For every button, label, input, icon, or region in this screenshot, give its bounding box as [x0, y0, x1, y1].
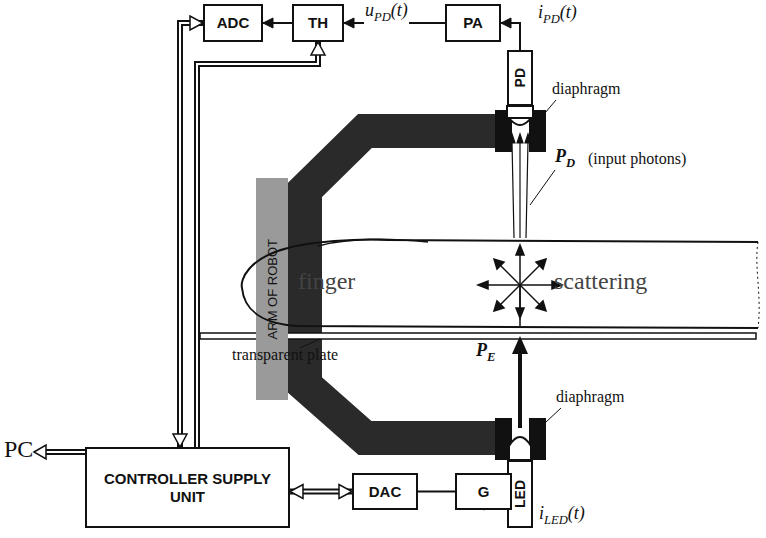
signal-label: iPD(t): [537, 2, 578, 27]
leader-line: [545, 100, 556, 113]
connector: [290, 485, 352, 499]
finger-outline: [242, 239, 758, 328]
box-label: PA: [463, 14, 483, 31]
label: transparent plate: [232, 346, 338, 364]
photodiode-lens: [509, 118, 531, 125]
box-label: TH: [308, 14, 328, 31]
box-label: G: [478, 483, 490, 500]
arrow-head: [290, 485, 303, 499]
photodiode-body: [507, 106, 533, 118]
label: PE: [476, 340, 495, 365]
emitted-light-arrow: [518, 352, 522, 428]
leader-line: [530, 170, 555, 205]
arrow-head: [173, 434, 187, 447]
scattering-arrows: [478, 245, 562, 326]
box-label: CONTROLLER SUPPLY UNIT: [91, 470, 284, 505]
node-box: G: [455, 473, 512, 510]
node-box: DAC: [352, 473, 418, 510]
connector-line: [418, 491, 455, 493]
box-label: LED: [512, 480, 528, 508]
arrow-head: [339, 485, 352, 499]
connector: [418, 491, 455, 492]
arrow-head: [501, 18, 511, 28]
arrow-head: [34, 445, 46, 459]
arrow-head: [344, 18, 354, 28]
robot-arm-band: ARM OF ROBOT: [256, 178, 288, 400]
box-label: DAC: [369, 483, 402, 500]
label: diaphragm: [552, 80, 620, 98]
connector: [263, 18, 292, 28]
label: (input photons): [588, 150, 686, 168]
node-box: PA: [445, 4, 501, 42]
arrow-head: [263, 18, 273, 28]
finger-cut: [757, 242, 759, 328]
node-box: CONTROLLER SUPPLY UNIT: [85, 447, 290, 528]
arrow-head: [311, 42, 325, 55]
label: PD: [555, 146, 575, 171]
finger-outline: finger scattering: [238, 236, 760, 332]
leader-line: [546, 408, 561, 422]
node-box: ADC: [203, 4, 263, 42]
label: PC: [4, 436, 33, 463]
signal-label: uPD(t): [364, 0, 409, 25]
finger-text: finger: [298, 268, 355, 295]
node-box: TH: [292, 4, 344, 42]
fingernail: [318, 239, 428, 246]
label: diaphragm: [556, 388, 624, 406]
node-box: PD: [507, 50, 533, 106]
box-label: PD: [512, 68, 528, 87]
arrow-head: [512, 336, 528, 354]
box-label: ADC: [217, 14, 250, 31]
signal-label: iLED(t): [538, 503, 586, 528]
connector: [501, 18, 520, 50]
led-lens: [509, 437, 531, 460]
arrow-head: [190, 16, 203, 30]
finger-text: scattering: [554, 268, 647, 295]
input-photons: [509, 134, 531, 238]
